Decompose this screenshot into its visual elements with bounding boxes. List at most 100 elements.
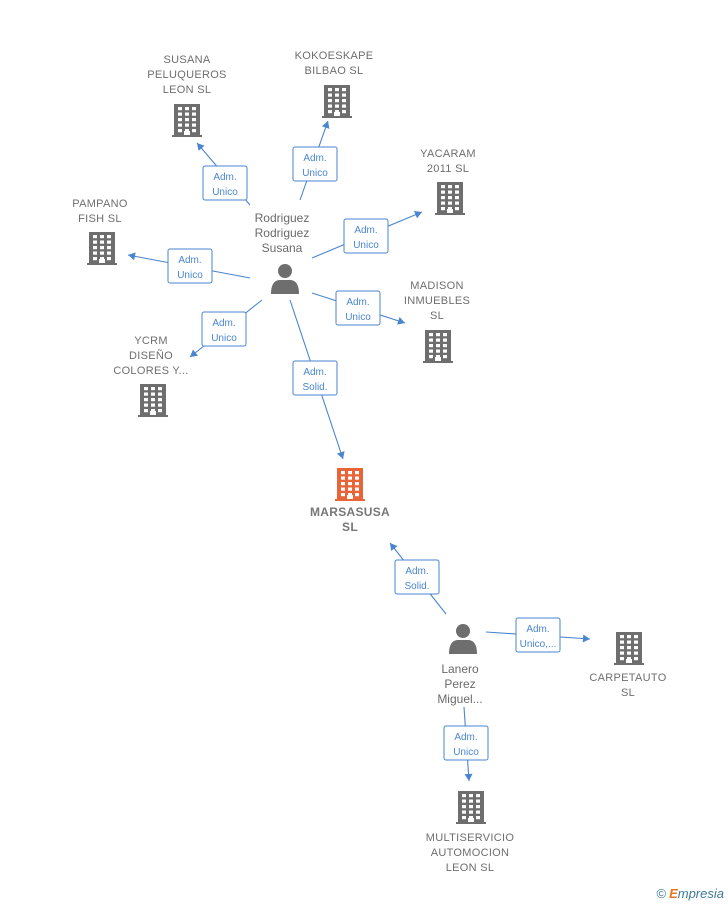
edge-rodriguez-to-madison[interactable]: Adm. Unico [311, 290, 406, 326]
company-name-line: PELUQUEROS [147, 69, 226, 81]
company-node-pampano[interactable]: PAMPANO FISH SL [72, 198, 128, 265]
company-name-line: 2011 SL [427, 163, 469, 175]
edge-lanero-to-carpetauto[interactable]: Adm. Unico,... [485, 617, 591, 653]
edge-label-text: Solid. [302, 382, 327, 393]
arrow-head-icon [397, 317, 405, 325]
company-name-line: COLORES Y... [113, 365, 188, 377]
company-name-line: YACARAM [420, 148, 476, 160]
edge-label-box[interactable] [292, 360, 338, 396]
edge-label-text: Unico [212, 187, 238, 198]
edge-label-box[interactable] [292, 146, 338, 182]
edge-rodriguez-to-yacaram[interactable]: Adm. Unico [311, 211, 423, 259]
brand-name: mpresia [677, 886, 724, 901]
company-name-line: MADISON [410, 280, 463, 292]
edge-lanero-to-marsasusa[interactable]: Adm. Solid. [389, 542, 447, 615]
company-name-line: LEON SL [446, 862, 495, 874]
edge-label-text: Adm. [454, 732, 477, 743]
edge-label-text: Adm. [178, 255, 201, 266]
company-name-line: YCRM [134, 335, 168, 347]
edge-rodriguez-to-kokoeskape[interactable]: Adm. Unico [292, 120, 338, 201]
edge-label-box[interactable] [515, 617, 561, 653]
edge-rodriguez-to-marsasusa[interactable]: Adm. Solid. [289, 299, 345, 460]
person-name-line: Lanero [441, 662, 479, 676]
arrow-head-icon [582, 634, 590, 643]
company-name-line: SL [430, 310, 444, 322]
arrow-head-icon [390, 543, 398, 551]
arrow-head-icon [336, 451, 345, 459]
company-node-madison[interactable]: MADISON INMUEBLES SL [404, 280, 470, 363]
arrow-head-icon [128, 252, 136, 261]
empresia-brand[interactable]: ©Empresia [656, 886, 724, 901]
person-name-line: Rodriguez [255, 211, 310, 225]
edge-label-box[interactable] [443, 725, 489, 761]
company-name-line: PAMPANO [72, 198, 128, 210]
edge-label-text: Unico [211, 333, 237, 344]
edge-rodriguez-to-susana[interactable]: Adm. Unico [196, 142, 251, 206]
edge-label-text: Adm. [212, 318, 235, 329]
building-icon [456, 791, 486, 824]
company-name-line: LEON SL [163, 84, 212, 96]
arrow-head-icon [464, 773, 473, 781]
building-icon [138, 384, 168, 417]
edge-lanero-to-multiservicio[interactable]: Adm. Unico [443, 706, 489, 782]
building-icon [614, 632, 644, 665]
arrow-head-icon [190, 349, 198, 357]
company-name-line: DISEÑO [129, 349, 173, 362]
person-icon [449, 624, 477, 654]
edge-label-box[interactable] [167, 248, 213, 284]
person-node-lanero[interactable]: LaneroPerezMiguel... [437, 624, 483, 706]
company-name-line: AUTOMOCION [431, 847, 510, 859]
building-icon [335, 468, 365, 501]
person-name-line: Perez [444, 677, 475, 691]
company-name-line: FISH SL [78, 213, 122, 225]
company-name-line: BILBAO SL [305, 65, 364, 77]
edge-label-text: Unico [453, 747, 479, 758]
edge-label-text: Adm. [346, 297, 369, 308]
edge-label-box[interactable] [335, 290, 381, 326]
company-node-yacaram[interactable]: YACARAM 2011 SL [420, 148, 476, 215]
company-name-line: MULTISERVICIO [426, 832, 515, 844]
edge-label-text: Unico [302, 168, 328, 179]
edge-label-text: Adm. [213, 172, 236, 183]
company-name-line: INMUEBLES [404, 295, 470, 307]
person-name-line: Miguel... [437, 692, 482, 706]
edge-label-text: Unico [353, 240, 379, 251]
company-node-ycrm[interactable]: YCRM DISEÑO COLORES Y... [113, 335, 188, 417]
edge-label-text: Unico [177, 270, 203, 281]
edge-label-box[interactable] [394, 559, 440, 595]
edge-label-text: Adm. [303, 367, 326, 378]
arrow-head-icon [321, 121, 330, 129]
company-name-line: SUSANA [163, 54, 210, 66]
edge-label-box[interactable] [201, 311, 247, 347]
company-node-susana[interactable]: SUSANA PELUQUEROS LEON SL [147, 54, 226, 137]
company-name-line: MARSASUSA [310, 505, 390, 519]
company-node-multiservicio[interactable]: MULTISERVICIO AUTOMOCION LEON SL [426, 791, 515, 874]
edge-rodriguez-to-pampano[interactable]: Adm. Unico [127, 248, 251, 284]
edge-label-text: Adm. [526, 624, 549, 635]
company-name-line: CARPETAUTO [589, 672, 666, 684]
edge-label-text: Adm. [405, 566, 428, 577]
building-icon [172, 104, 202, 137]
building-icon [87, 232, 117, 265]
company-name-line: KOKOESKAPE [295, 50, 374, 62]
company-node-kokoeskape[interactable]: KOKOESKAPE BILBAO SL [295, 50, 374, 118]
building-icon [423, 330, 453, 363]
edge-label-text: Unico [345, 312, 371, 323]
person-name-line: Susana [262, 241, 303, 255]
edge-label-text: Adm. [354, 225, 377, 236]
edge-label-text: Adm. [303, 153, 326, 164]
edge-label-box[interactable] [343, 218, 389, 254]
building-icon [435, 182, 465, 215]
edge-rodriguez-to-ycrm[interactable]: Adm. Unico [189, 299, 263, 358]
person-name-line: Rodriguez [255, 226, 310, 240]
edge-label-text: Unico,... [520, 639, 557, 650]
edge-label-text: Solid. [404, 581, 429, 592]
arrow-head-icon [413, 211, 422, 219]
brand-initial: E [669, 886, 678, 901]
copyright-icon: © [656, 886, 667, 901]
edge-label-box[interactable] [202, 165, 248, 201]
